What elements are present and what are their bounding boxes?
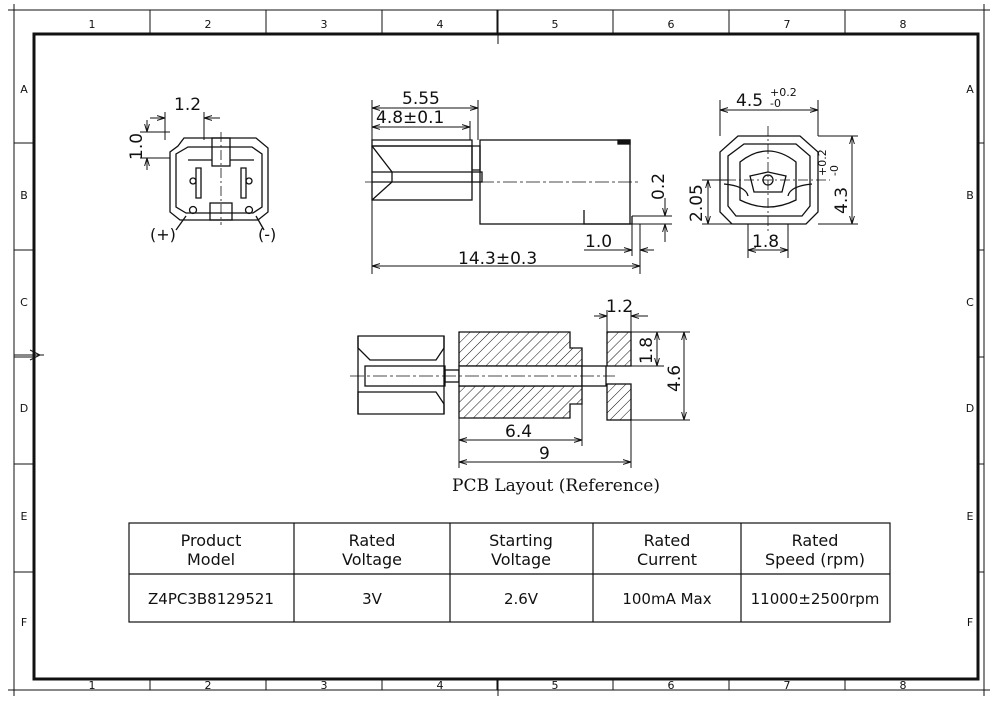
centering-marks	[14, 10, 499, 696]
pcb-layout-caption: PCB Layout (Reference)	[452, 476, 660, 496]
label-pin-negative: (-)	[258, 225, 276, 244]
pcb-pad-lower	[606, 383, 632, 421]
pcb-pad-upper	[606, 331, 632, 367]
dim-pcb-1-8: 1.8	[637, 337, 657, 364]
pcb-motor-body-hatch	[350, 331, 615, 419]
dim-length-5-55: 5.55	[402, 89, 440, 109]
pcb-dimension-lines	[458, 310, 690, 468]
zone-row-labels-left: A B C D E F	[20, 83, 28, 629]
table-cell-rated-current: 100mA Max	[622, 590, 711, 608]
corner-marks	[8, 4, 990, 696]
zone-column-label: 4	[437, 679, 444, 692]
dim-gap-0-2: 0.2	[649, 173, 669, 200]
dim-length-1-0: 1.0	[585, 232, 612, 252]
zone-column-label: 7	[784, 679, 791, 692]
zone-row-label: B	[20, 189, 28, 202]
table-header-starting-voltage-line1: Starting	[489, 531, 553, 550]
table-header-rated-voltage-line2: Voltage	[342, 550, 402, 569]
dim-pcb-4-6: 4.6	[665, 365, 685, 392]
zone-column-label: 6	[668, 18, 675, 31]
dim-height-4-3-tol-lower: -0	[828, 165, 841, 176]
zone-column-label: 1	[89, 18, 96, 31]
zone-column-label: 3	[321, 18, 328, 31]
pcb-pads	[606, 331, 632, 421]
table-header-model-line1: Product	[181, 531, 242, 550]
zone-dividers	[14, 10, 984, 690]
zone-row-label: F	[21, 616, 27, 629]
table-header-rated-speed-line1: Rated	[792, 531, 839, 550]
zone-column-label: 6	[668, 679, 675, 692]
zone-row-label: B	[966, 189, 974, 202]
zone-row-label: C	[20, 296, 28, 309]
table-header-model-line2: Model	[187, 550, 235, 569]
dim-height-2-05: 2.05	[687, 184, 707, 222]
zone-column-label: 1	[89, 679, 96, 692]
table-cell-rated-speed: 11000±2500rpm	[751, 590, 880, 608]
dim-height-4-3-tol-upper: +0.2	[816, 149, 829, 176]
dim-pcb-9: 9	[539, 444, 550, 464]
zone-column-label: 5	[552, 679, 559, 692]
table-cell-starting-voltage: 2.6V	[504, 590, 539, 608]
zone-row-label: E	[21, 510, 28, 523]
table-header-rated-current-line2: Current	[637, 550, 697, 569]
dim-width-4-5-tol-lower: -0	[770, 97, 781, 110]
zone-column-labels-bottom: 1 2 3 4 5 6 7 8	[89, 679, 907, 692]
side-view-dimension-lines	[371, 100, 672, 274]
dim-pin-width: 1.2	[174, 95, 201, 115]
zone-row-label: D	[966, 402, 974, 415]
dim-pcb-1-2: 1.2	[606, 297, 633, 317]
zone-column-label: 7	[784, 18, 791, 31]
zone-row-label: D	[20, 402, 28, 415]
dim-total-length: 14.3±0.3	[458, 249, 537, 269]
zone-row-label: E	[967, 510, 974, 523]
zone-row-label: C	[966, 296, 974, 309]
pcb-motor-outline	[357, 335, 460, 415]
table-cell-rated-voltage: 3V	[362, 590, 383, 608]
motor-front-view	[708, 126, 830, 234]
table-cell-model: Z4PC3B8129521	[148, 590, 274, 608]
front-view-dimension-lines	[702, 100, 858, 258]
zone-row-label: F	[967, 616, 973, 629]
zone-column-label: 2	[205, 18, 212, 31]
label-pin-positive: (+)	[150, 225, 176, 244]
motor-side-view	[365, 139, 640, 225]
zone-column-labels-top: 1 2 3 4 5 6 7 8	[89, 18, 907, 31]
zone-column-label: 8	[900, 679, 907, 692]
dim-length-4-8: 4.8±0.1	[376, 108, 444, 128]
zone-column-label: 3	[321, 679, 328, 692]
zone-row-label: A	[20, 83, 28, 96]
zone-column-label: 5	[552, 18, 559, 31]
zone-column-label: 4	[437, 18, 444, 31]
dim-pcb-6-4: 6.4	[505, 422, 532, 442]
zone-column-label: 2	[205, 679, 212, 692]
dim-width-4-5: 4.5	[736, 91, 763, 111]
dim-height-4-3: 4.3	[832, 187, 852, 214]
dim-pin-height: 1.0	[127, 133, 147, 160]
terminal-end-view	[169, 132, 269, 231]
table-header-starting-voltage-line2: Voltage	[491, 550, 551, 569]
table-header-rated-voltage-line1: Rated	[349, 531, 396, 550]
zone-column-label: 8	[900, 18, 907, 31]
dim-width-1-8: 1.8	[752, 232, 779, 252]
spec-table: Product Model Rated Voltage Starting Vol…	[148, 531, 879, 608]
table-header-rated-current-line1: Rated	[644, 531, 691, 550]
zone-row-labels-right: A B C D E F	[966, 83, 974, 629]
pin-dimension-lines	[140, 112, 220, 170]
table-header-rated-speed-line2: Speed (rpm)	[765, 550, 865, 569]
spec-table-grid	[128, 522, 891, 623]
dim-width-4-5-tol-upper: +0.2	[770, 86, 797, 99]
zone-row-label: A	[966, 83, 974, 96]
